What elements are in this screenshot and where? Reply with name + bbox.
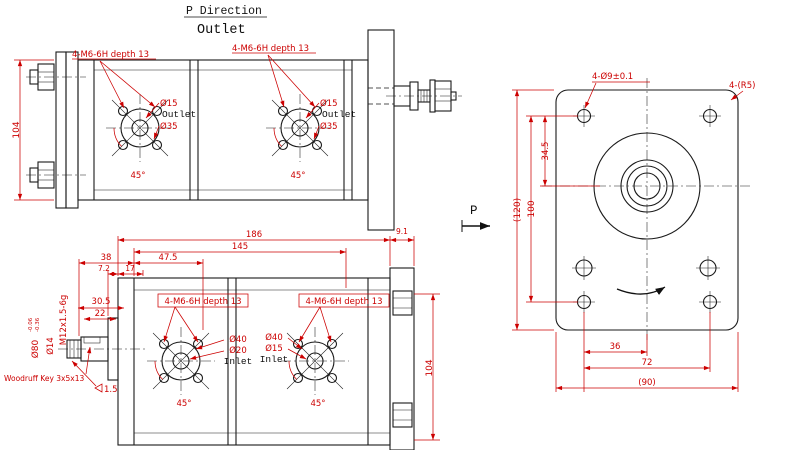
drain-ports — [572, 256, 720, 280]
dim-34-5: 34.5 — [541, 142, 551, 161]
outlet-title: Outlet — [197, 23, 246, 38]
p-direction-label: P Direction — [186, 5, 262, 18]
thread-note-front-2-text: 4-M6-6H depth 13 — [305, 297, 382, 307]
flange-view: (120) 100 34.5 36 72 (90) 4-Ø9±0.1 — [461, 71, 755, 392]
dim-145: 145 — [232, 242, 248, 252]
chamfer-symbol — [94, 383, 103, 393]
p-direction-marker: P — [461, 204, 490, 232]
port1-dia: Ø15 — [160, 98, 178, 109]
input-shaft — [58, 317, 148, 381]
inlet-port-pattern-1 — [146, 326, 216, 396]
thread-note-top-1: 4-M6-6H depth 13 — [72, 50, 156, 109]
dim-30-5: 30.5 — [92, 297, 111, 307]
p-label: P — [470, 204, 478, 218]
dim-7-2: 7.2 — [98, 264, 110, 273]
inlet-callout-1: Ø40 Ø20 Inlet 45° — [176, 334, 252, 409]
port1-angle: 45° — [130, 171, 145, 181]
inlet2-port-dia: Ø15 — [265, 343, 283, 354]
pilot-tol-lower: -0.36 — [35, 317, 41, 332]
thread-note-top-2: 4-M6-6H depth 13 — [232, 44, 316, 108]
inlet2-angle: 45° — [310, 399, 325, 409]
port2-angle: 45° — [290, 171, 305, 181]
thread-note-top-2-text: 4-M6-6H depth 13 — [232, 44, 309, 54]
corner-radius-note: 4-(R5) — [729, 81, 755, 101]
front-dims-top: 186 9.1 145 38 47.5 7.2 17 30.5 22 — [78, 227, 415, 336]
dim-104-top: 104 — [12, 121, 22, 138]
dim-186: 186 — [246, 230, 262, 240]
woodruff-key-note: Woodruff Key 3x5x13 — [4, 374, 84, 383]
thread-note-top-1-text: 4-M6-6H depth 13 — [72, 50, 149, 60]
port2-outlet-label: Outlet — [322, 109, 356, 120]
inlet-callout-2: Ø40 Ø15 Inlet 45° — [260, 332, 326, 409]
dim-36: 36 — [610, 342, 621, 352]
inlet1-boss-dia: Ø40 — [229, 334, 247, 345]
dim-38: 38 — [101, 253, 112, 263]
front-dim-height: 104 — [414, 293, 440, 441]
dim-9-1: 9.1 — [396, 227, 408, 236]
pilot-dia: Ø80 — [30, 339, 41, 358]
dim-120: (120) — [513, 198, 523, 222]
inlet-port-pattern-2 — [280, 326, 350, 396]
pilot-tol-upper: -0.06 — [28, 317, 34, 332]
corner-radius-note-text: 4-(R5) — [729, 81, 755, 91]
dim-height-top: 104 — [12, 59, 54, 201]
dim-104-front: 104 — [425, 359, 435, 376]
rotation-arrow — [616, 286, 666, 296]
dim-17: 17 — [125, 264, 135, 273]
shaft-dia: Ø14 — [45, 337, 56, 355]
flange-dims-bottom: 36 72 (90) — [555, 312, 739, 392]
thread-note-front-1-text: 4-M6-6H depth 13 — [164, 297, 241, 307]
thread-note-front-2: 4-M6-6H depth 13 — [298, 293, 390, 343]
flange-plate — [542, 78, 752, 342]
inlet1-label: Inlet — [224, 356, 253, 367]
dim-chamfer: 1.5 — [104, 385, 118, 395]
shaft-nut-assembly — [386, 79, 462, 113]
outlet-callout-2: Ø15 Outlet Ø35 45° — [290, 98, 356, 181]
port2-boss-dia: Ø35 — [320, 121, 338, 132]
front-view: 186 9.1 145 38 47.5 7.2 17 30.5 22 104 — [4, 227, 440, 450]
inlet2-boss-dia: Ø40 — [265, 332, 283, 343]
outlet-callout-1: Ø15 Outlet Ø35 45° — [130, 98, 196, 181]
dim-90: (90) — [638, 378, 655, 388]
flange-dims-left: (120) 100 34.5 — [512, 89, 600, 331]
port2-dia: Ø15 — [320, 98, 338, 109]
inlet2-label: Inlet — [260, 354, 289, 365]
dim-47-5: 47.5 — [159, 253, 178, 263]
port1-boss-dia: Ø35 — [160, 121, 178, 132]
shaft-callouts: M12x1.5-6g Ø14 Ø80 -0.06 -0.36 Woodruff … — [4, 295, 118, 395]
thread-note-front-1: 4-M6-6H depth 13 — [157, 293, 249, 343]
dim-100: 100 — [527, 200, 537, 217]
inlet1-port-dia: Ø20 — [229, 345, 247, 356]
port1-outlet-label: Outlet — [162, 109, 196, 120]
top-view: P Direction Outlet — [12, 5, 462, 231]
inlet1-angle: 45° — [176, 399, 191, 409]
thread-spec: M12x1.5-6g — [59, 295, 69, 346]
rear-cover-plate — [367, 29, 395, 231]
mounting-bracket — [26, 51, 86, 209]
dim-72: 72 — [642, 358, 653, 368]
dim-22: 22 — [95, 309, 106, 319]
mount-holes-note-text: 4-Ø9±0.1 — [592, 71, 633, 82]
mount-holes-note: 4-Ø9±0.1 — [584, 71, 650, 109]
